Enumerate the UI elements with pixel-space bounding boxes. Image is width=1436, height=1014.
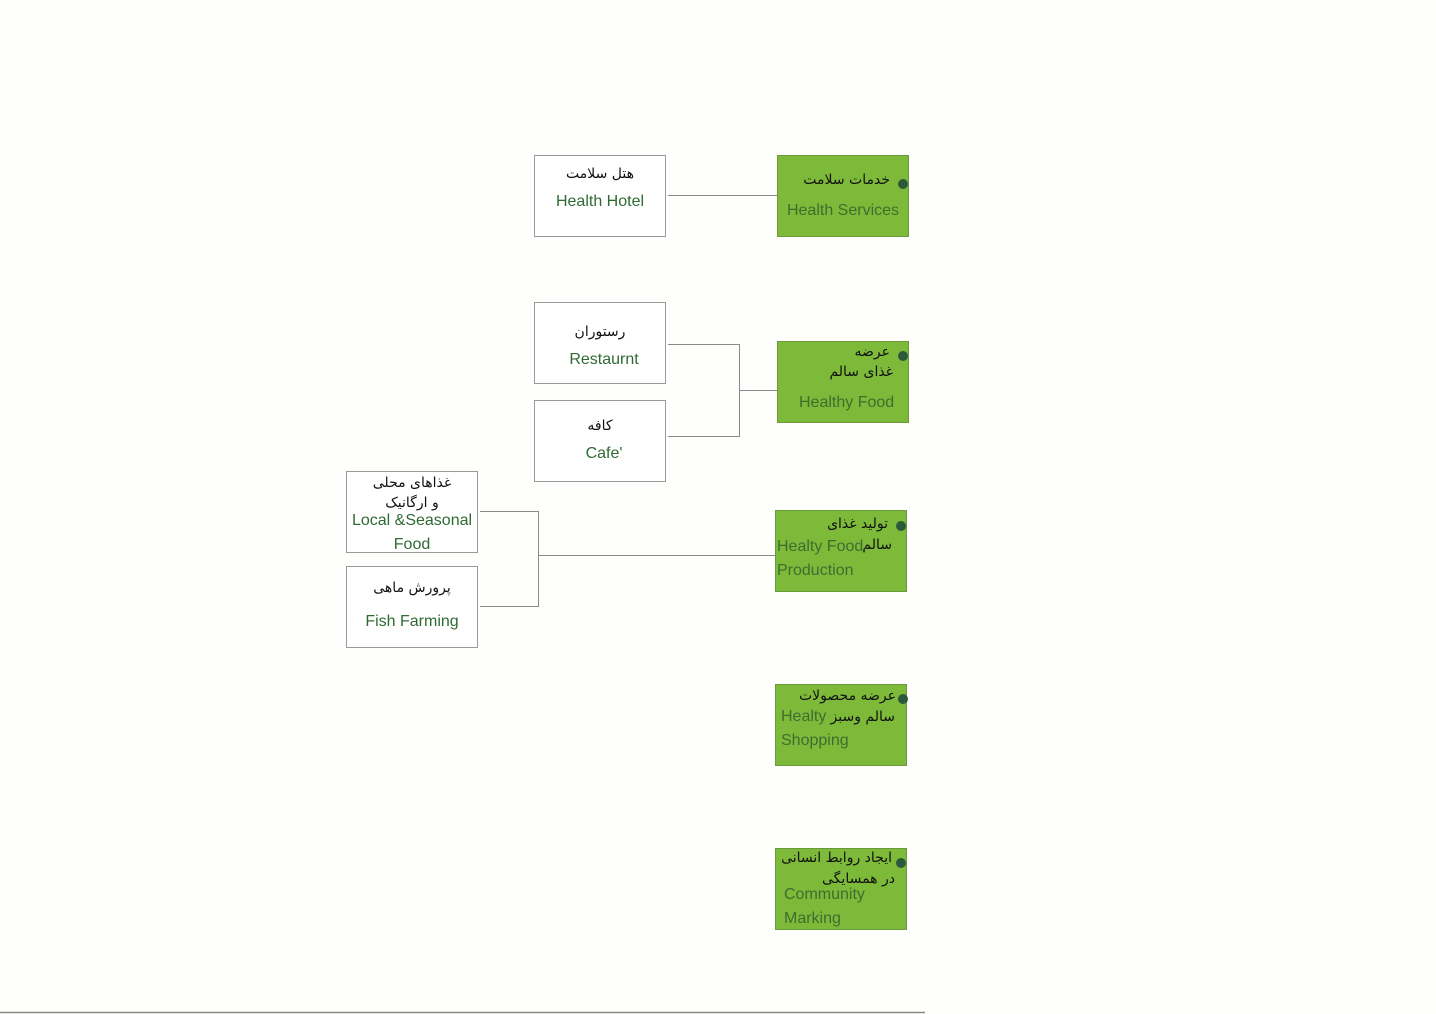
- fa-label-1: تولید غذای: [827, 516, 888, 532]
- box-cafe: کافه Cafe': [534, 400, 666, 482]
- en-label-1: Healty: [781, 708, 827, 725]
- en-label-2: Production: [777, 562, 854, 579]
- en-label: Health Services: [786, 202, 900, 219]
- en-label: Healthy Food: [799, 394, 895, 411]
- fa-label-2: غذای سالم: [829, 364, 893, 380]
- en-label-1: Community: [784, 886, 865, 903]
- fa-label: پرورش ماهی: [373, 580, 451, 596]
- box-healthy-food: عرضه غذای سالم Healthy Food: [777, 341, 909, 423]
- fa-label-1: عرضه: [854, 344, 890, 360]
- fa-label-2: سالم وسبز: [830, 709, 895, 725]
- box-restaurant: رستوران Restaurnt: [534, 302, 666, 384]
- en-label-1: Healty Food: [777, 538, 864, 555]
- connector-food: [668, 344, 777, 437]
- en-label: Cafe': [585, 445, 623, 462]
- bullet-icon: [896, 858, 906, 868]
- en-label: Health Hotel: [555, 193, 645, 210]
- fa-label: هتل سلامت: [566, 166, 634, 182]
- fa-label-1: ایجاد روابط انسانی: [781, 850, 892, 866]
- bullet-icon: [896, 521, 906, 531]
- fa-label-1: عرضه محصولات: [799, 688, 896, 704]
- box-community: ایجاد روابط انسانی در همسایگی Community …: [775, 848, 907, 930]
- bullet-icon: [898, 351, 908, 361]
- box-local-food: غذاهای محلی و ارگانیک Local &Seasonal Fo…: [346, 471, 478, 553]
- box-healthy-shopping: عرضه محصولات سالم وسبز Healty Shopping: [775, 684, 908, 766]
- en-label-1: Local &Seasonal: [351, 512, 473, 529]
- box-health-services: خدمات سلامت Health Services: [777, 155, 909, 237]
- en-label: Restaurnt: [569, 351, 639, 368]
- en-label-2: Marking: [784, 910, 841, 927]
- connector-production: [480, 511, 775, 607]
- en-label-2: Food: [393, 536, 431, 553]
- box-food-production: تولید غذای سالم Healty Food Production: [775, 510, 907, 592]
- fa-label-2: در همسایگی: [822, 871, 895, 887]
- box-health-hotel: هتل سلامت Health Hotel: [534, 155, 666, 237]
- en-label-2: Shopping: [781, 732, 849, 749]
- fa-label-1: غذاهای محلی: [372, 475, 452, 491]
- fa-label: رستوران: [574, 324, 626, 340]
- en-label: Fish Farming: [365, 613, 459, 630]
- bullet-icon: [898, 179, 908, 189]
- fa-label: کافه: [587, 418, 613, 434]
- box-fish-farming: پرورش ماهی Fish Farming: [346, 566, 478, 648]
- bullet-icon: [898, 694, 908, 704]
- fa-label-2: و ارگانیک: [385, 495, 439, 511]
- fa-label: خدمات سلامت: [803, 172, 890, 188]
- fa-label-2: سالم: [862, 537, 892, 553]
